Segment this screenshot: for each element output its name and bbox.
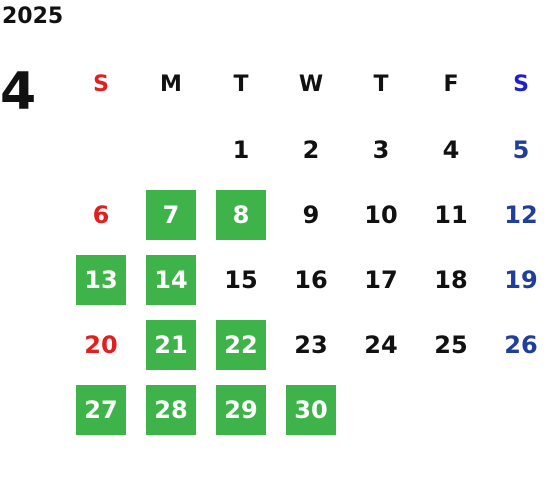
calendar-cell: 26 (486, 312, 548, 377)
highlighted-day[interactable]: 8 (216, 189, 266, 240)
calendar-day[interactable]: 11 (434, 200, 468, 229)
calendar-day[interactable]: 5 (512, 135, 530, 164)
calendar-cell: 29 (206, 377, 276, 442)
calendar-cell: 2 (276, 117, 346, 182)
highlighted-day[interactable]: 27 (76, 384, 126, 435)
calendar-cell: 4 (416, 117, 486, 182)
calendar-cell: 19 (486, 247, 548, 312)
calendar-day[interactable]: 25 (434, 330, 468, 359)
calendar-cell: 5 (486, 117, 548, 182)
calendar-cell: 6 (66, 182, 136, 247)
calendar-cell: 1 (206, 117, 276, 182)
weekday-header-saturday: S (513, 72, 529, 97)
highlighted-day[interactable]: 13 (76, 254, 126, 305)
calendar-cell: 11 (416, 182, 486, 247)
calendar-cell: 12 (486, 182, 548, 247)
calendar-day[interactable]: 15 (224, 265, 258, 294)
weekday-header-wednesday: W (298, 72, 324, 97)
calendar-cell: 22 (206, 312, 276, 377)
calendar-cell: 23 (276, 312, 346, 377)
calendar-day[interactable]: 9 (302, 200, 320, 229)
calendar-cell: 15 (206, 247, 276, 312)
calendar-cell (486, 377, 548, 442)
calendar-cell: 21 (136, 312, 206, 377)
calendar-day[interactable]: 20 (84, 330, 118, 359)
calendar-cell: 8 (206, 182, 276, 247)
calendar-cell: 25 (416, 312, 486, 377)
month-number: 4 (0, 62, 37, 122)
weekday-header-tuesday: T (233, 72, 249, 97)
highlighted-day[interactable]: 7 (146, 189, 196, 240)
highlighted-day[interactable]: 29 (216, 384, 266, 435)
calendar-day[interactable]: 2 (302, 135, 320, 164)
calendar-cell (346, 377, 416, 442)
calendar-day[interactable]: 10 (364, 200, 398, 229)
highlighted-day[interactable]: 22 (216, 319, 266, 370)
calendar-day[interactable]: 1 (232, 135, 250, 164)
calendar-day[interactable]: 4 (442, 135, 460, 164)
calendar-day[interactable]: 3 (372, 135, 390, 164)
calendar-cell: 30 (276, 377, 346, 442)
calendar-cell: 16 (276, 247, 346, 312)
calendar-cell (416, 377, 486, 442)
calendar-cell: 14 (136, 247, 206, 312)
calendar-cell (66, 117, 136, 182)
calendar-cell: 28 (136, 377, 206, 442)
highlighted-day[interactable]: 14 (146, 254, 196, 305)
calendar-day[interactable]: 18 (434, 265, 468, 294)
year-label: 2025 (2, 4, 64, 29)
calendar-day[interactable]: 26 (504, 330, 538, 359)
calendar-cell: 13 (66, 247, 136, 312)
calendar-day[interactable]: 19 (504, 265, 538, 294)
highlighted-day[interactable]: 21 (146, 319, 196, 370)
weekday-header-friday: F (443, 72, 459, 97)
weekday-header-thursday: T (373, 72, 389, 97)
calendar-cell: 24 (346, 312, 416, 377)
calendar-cell: 18 (416, 247, 486, 312)
calendar-cell: 3 (346, 117, 416, 182)
calendar-cell: 20 (66, 312, 136, 377)
highlighted-day[interactable]: 30 (286, 384, 336, 435)
calendar-cell: 27 (66, 377, 136, 442)
calendar-day[interactable]: 24 (364, 330, 398, 359)
calendar-cell: 17 (346, 247, 416, 312)
weekday-header-sunday: S (93, 72, 109, 97)
calendar-day[interactable]: 16 (294, 265, 328, 294)
calendar-day[interactable]: 12 (504, 200, 538, 229)
calendar-day[interactable]: 17 (364, 265, 398, 294)
highlighted-day[interactable]: 28 (146, 384, 196, 435)
calendar-day[interactable]: 23 (294, 330, 328, 359)
calendar-cell: 9 (276, 182, 346, 247)
calendar-cell: 10 (346, 182, 416, 247)
weekday-header-monday: M (160, 72, 182, 97)
calendar-day[interactable]: 6 (92, 200, 110, 229)
calendar-cell (136, 117, 206, 182)
calendar-cell: 7 (136, 182, 206, 247)
